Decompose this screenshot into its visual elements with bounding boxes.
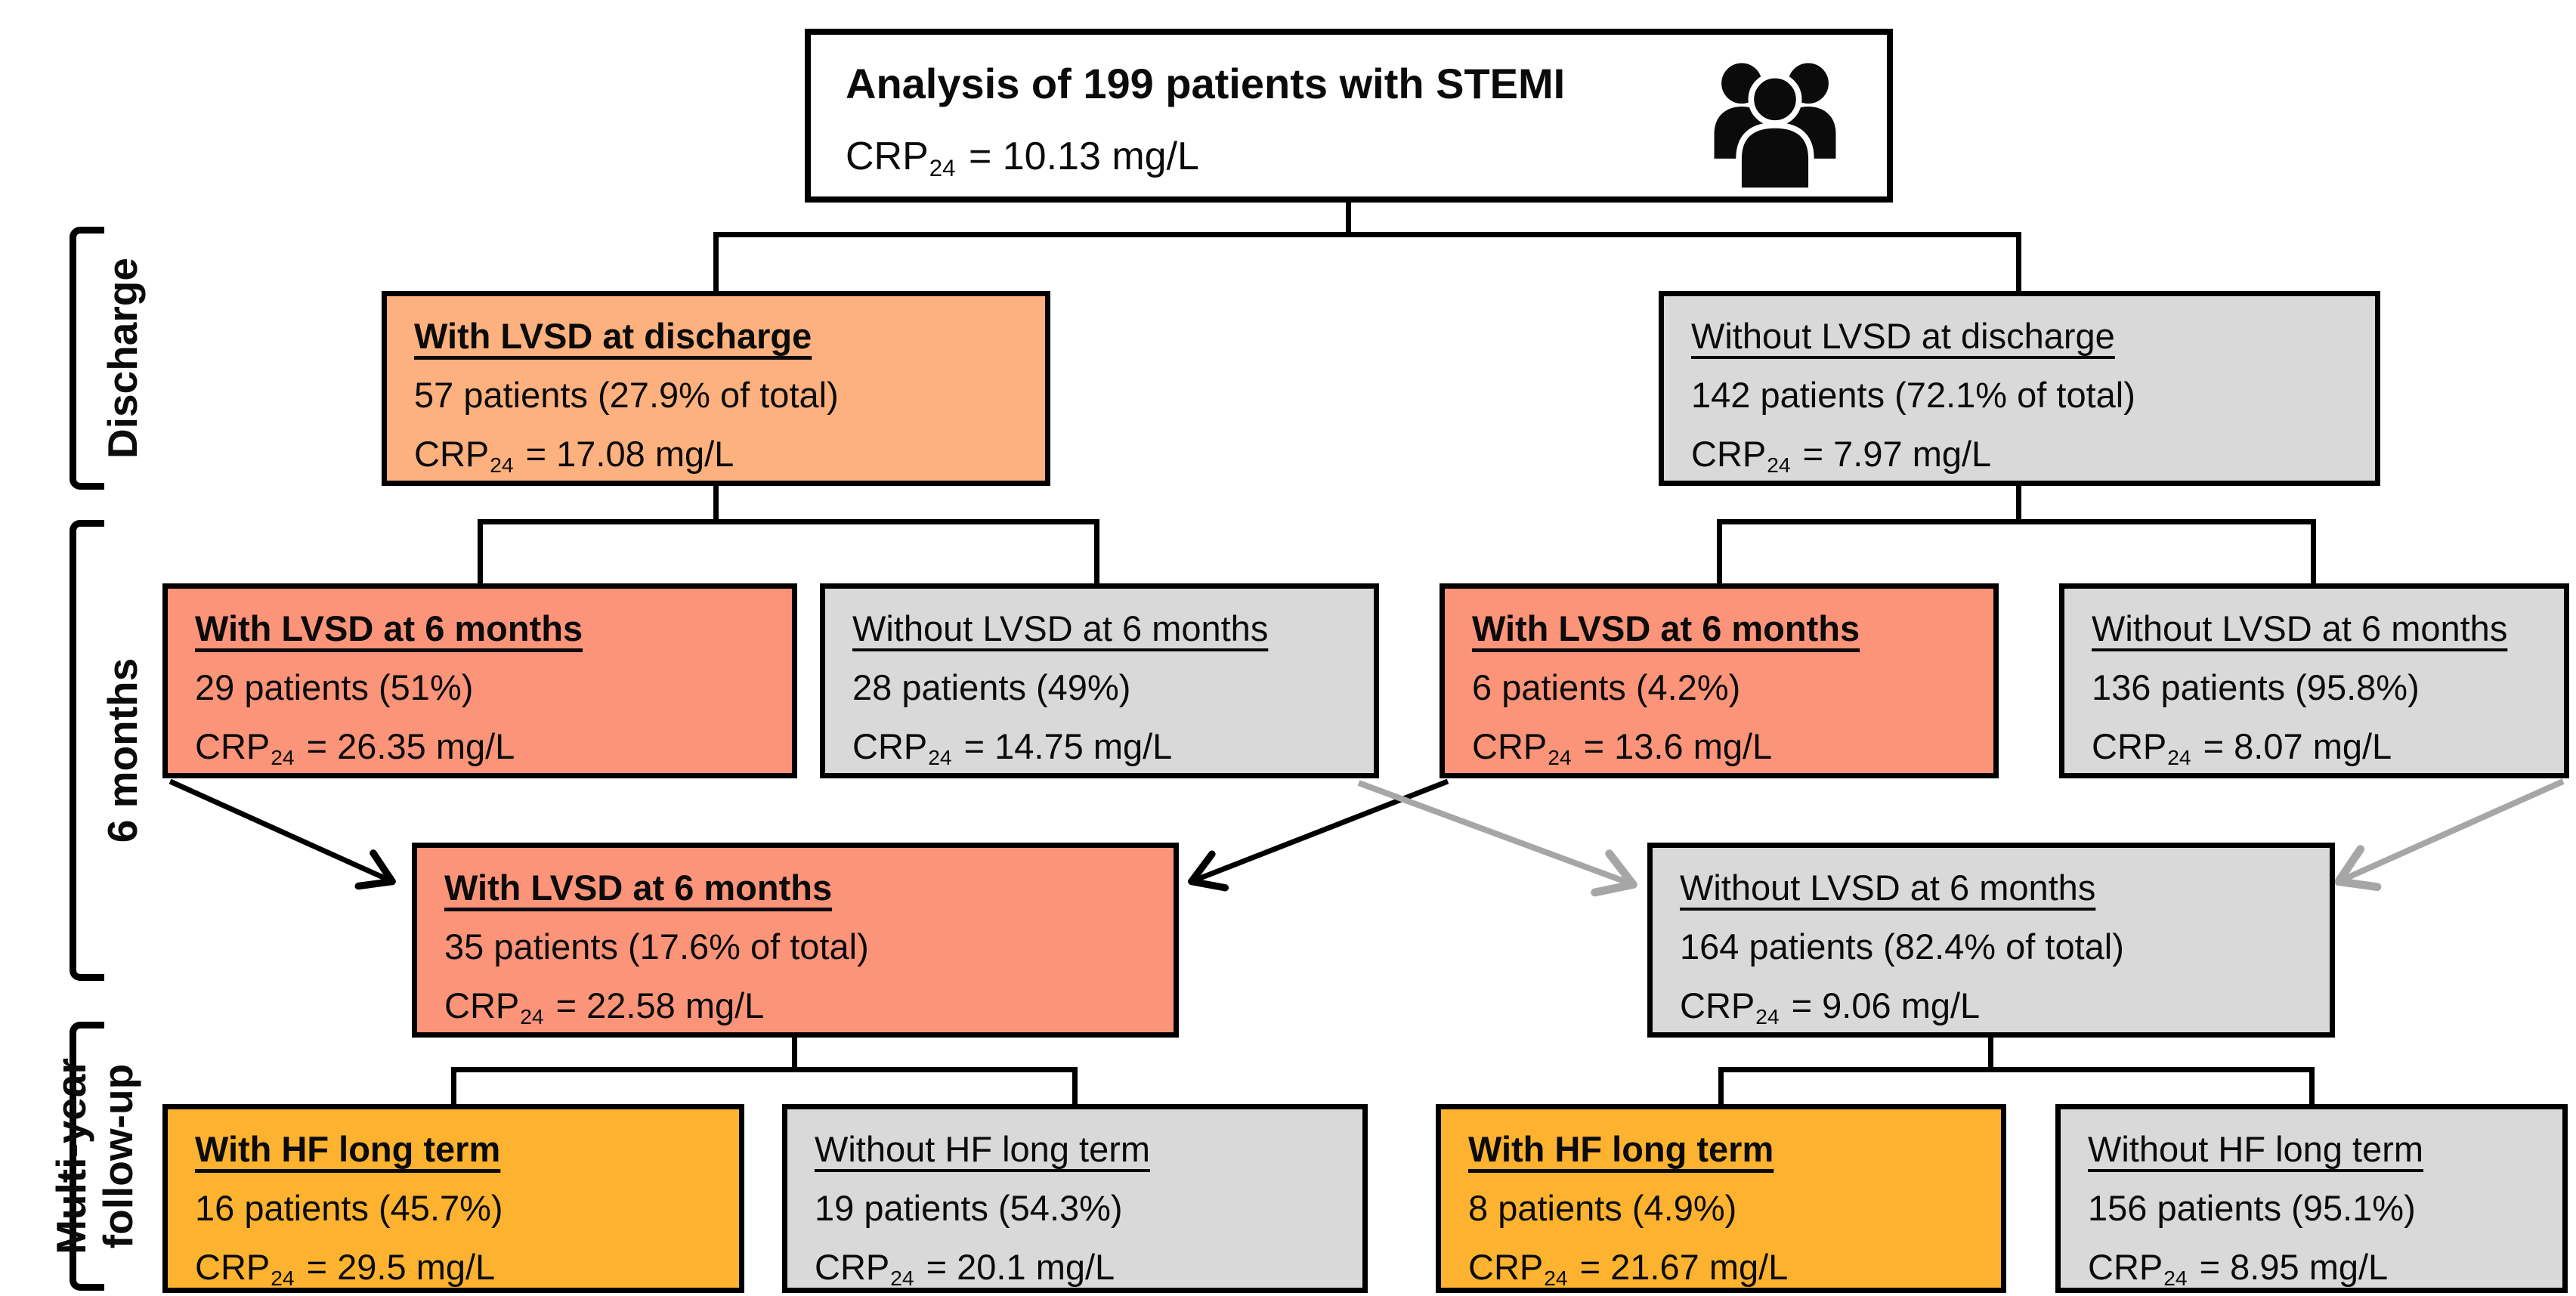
node-patients: 35 patients (17.6% of total) xyxy=(444,926,869,967)
node-crp: CRP24 = 14.75 mg/L xyxy=(852,726,1173,769)
node-title: With LVSD at 6 months xyxy=(444,868,833,908)
stage-label-followup: Multi-year follow-up xyxy=(48,1058,141,1254)
connector-6mo-total-without-split xyxy=(1718,1067,2315,1105)
node-patients: 16 patients (45.7%) xyxy=(195,1188,503,1228)
node-crp: CRP24 = 13.6 mg/L xyxy=(1472,726,1773,769)
node-title: Without LVSD at discharge xyxy=(1691,316,2115,356)
node-title: Without LVSD at 6 months xyxy=(852,608,1269,648)
node-title: Without LVSD at 6 months xyxy=(1680,868,2096,908)
node-with-lvsd-at-discharge: With LVSD at discharge 57 patients (27.9… xyxy=(382,291,1050,486)
node-title: Without LVSD at 6 months xyxy=(2092,608,2508,648)
arrow-with-lvsd-right-to-total xyxy=(1188,778,1449,892)
node-title: Without HF long term xyxy=(815,1129,1151,1169)
node-title: With HF long term xyxy=(1468,1129,1774,1169)
node-without-lvsd-6mo-left: Without LVSD at 6 months 28 patients (49… xyxy=(820,583,1379,778)
stage-label-discharge: Discharge xyxy=(99,258,146,459)
arrow-without-lvsd-left-to-total xyxy=(1357,780,1637,897)
node-patients: 29 patients (51%) xyxy=(195,667,474,707)
node-without-lvsd-at-discharge: Without LVSD at discharge 142 patients (… xyxy=(1659,291,2380,486)
node-with-lvsd-6mo-right: With LVSD at 6 months 6 patients (4.2%) … xyxy=(1440,583,1999,778)
arrow-without-lvsd-right-to-total xyxy=(2334,778,2565,892)
connector-6mo-total-with-split xyxy=(451,1067,1078,1105)
arrow-with-lvsd-left-to-total xyxy=(169,778,396,890)
connector-6mo-total-with-stem xyxy=(792,1035,797,1071)
node-without-lvsd-6mo-total: Without LVSD at 6 months 164 patients (8… xyxy=(1647,843,2335,1038)
stage-bracket-followup xyxy=(70,1022,104,1291)
connector-discharge-without-stem xyxy=(2016,484,2021,523)
node-without-hf-right: Without HF long term 156 patients (95.1%… xyxy=(2055,1104,2568,1293)
node-crp: CRP24 = 26.35 mg/L xyxy=(195,726,515,769)
node-patients: 164 patients (82.4% of total) xyxy=(1680,926,2124,967)
node-patients: 142 patients (72.1% of total) xyxy=(1691,375,2135,415)
node-crp: CRP24 = 21.67 mg/L xyxy=(1468,1247,1789,1290)
node-with-lvsd-6mo-left: With LVSD at 6 months 29 patients (51%) … xyxy=(162,583,797,778)
root-title: Analysis of 199 patients with STEMI xyxy=(846,60,1566,107)
connector-discharge-without-split xyxy=(1717,519,2316,584)
connector-root-stem xyxy=(1346,198,1351,236)
stage-label-6-months: 6 months xyxy=(99,657,146,843)
node-patients: 57 patients (27.9% of total) xyxy=(414,375,839,415)
node-patients: 8 patients (4.9%) xyxy=(1468,1188,1737,1228)
node-patients: 156 patients (95.1%) xyxy=(2088,1188,2416,1228)
node-crp: CRP24 = 9.06 mg/L xyxy=(1680,985,1981,1028)
node-patients: 136 patients (95.8%) xyxy=(2092,667,2420,707)
node-title: Without HF long term xyxy=(2088,1129,2424,1169)
connector-6mo-total-without-stem xyxy=(1988,1035,1993,1071)
node-without-lvsd-6mo-right: Without LVSD at 6 months 136 patients (9… xyxy=(2059,583,2569,778)
node-crp: CRP24 = 7.97 mg/L xyxy=(1691,434,1992,477)
node-crp: CRP24 = 22.58 mg/L xyxy=(444,985,765,1028)
node-title: With LVSD at 6 months xyxy=(195,608,583,648)
connector-root-split xyxy=(713,232,2021,292)
node-without-hf-left: Without HF long term 19 patients (54.3%)… xyxy=(782,1104,1368,1293)
stage-bracket-discharge xyxy=(70,227,104,490)
node-title: With HF long term xyxy=(195,1129,501,1169)
node-root-analysis: Analysis of 199 patients with STEMI CRP2… xyxy=(805,29,1893,203)
node-crp: CRP24 = 20.1 mg/L xyxy=(815,1247,1115,1290)
node-with-hf-right: With HF long term 8 patients (4.9%) CRP2… xyxy=(1436,1104,2006,1293)
node-crp: CRP24 = 29.5 mg/L xyxy=(195,1247,496,1290)
node-with-lvsd-6mo-total: With LVSD at 6 months 35 patients (17.6%… xyxy=(412,843,1179,1038)
node-patients: 6 patients (4.2%) xyxy=(1472,667,1741,707)
node-crp: CRP24 = 17.08 mg/L xyxy=(414,434,734,477)
people-icon xyxy=(1714,63,1836,192)
connector-discharge-with-stem xyxy=(713,484,719,523)
node-patients: 19 patients (54.3%) xyxy=(815,1188,1123,1228)
stage-bracket-6-months xyxy=(70,520,104,981)
node-patients: 28 patients (49%) xyxy=(852,667,1131,707)
node-with-hf-left: With HF long term 16 patients (45.7%) CR… xyxy=(162,1104,744,1293)
node-crp: CRP24 = 8.95 mg/L xyxy=(2088,1247,2389,1290)
node-title: With LVSD at 6 months xyxy=(1472,608,1860,648)
connector-discharge-with-split xyxy=(478,519,1099,584)
root-crp: CRP24 = 10.13 mg/L xyxy=(846,135,1199,181)
node-title: With LVSD at discharge xyxy=(414,316,812,356)
node-crp: CRP24 = 8.07 mg/L xyxy=(2092,726,2392,769)
